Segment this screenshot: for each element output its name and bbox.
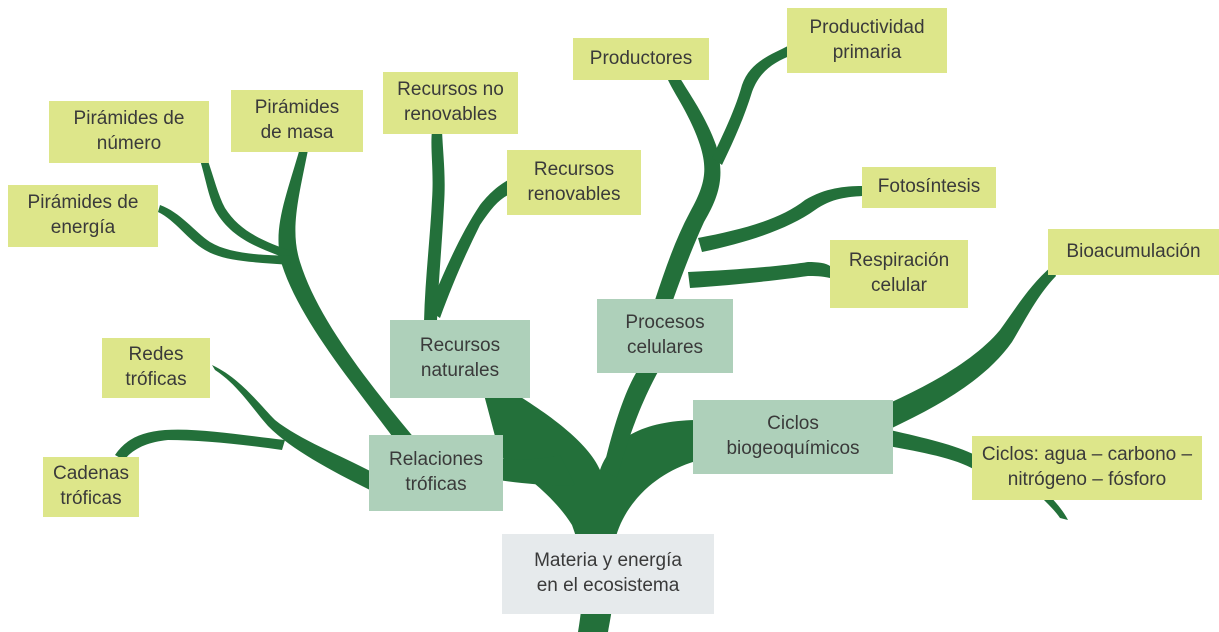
branch-respiracion xyxy=(688,262,830,288)
branch-piramides-main xyxy=(278,148,420,445)
leaf-piramides-masa-line1: Pirámides xyxy=(254,97,340,119)
group-procesos-celulares: Procesos celulares xyxy=(597,299,733,373)
leaf-respiracion-celular: Respiración celular xyxy=(830,240,968,308)
leaf-recursos-renovables-line1: Recursos xyxy=(533,158,615,180)
leaf-respiracion-line2: celular xyxy=(871,275,927,296)
group-ciclos-line2: biogeoquímicos xyxy=(726,438,860,459)
branch-ciclos-elementos xyxy=(888,430,975,470)
group-recursos-line1: Recursos xyxy=(419,335,501,357)
leaf-ciclos-elementos: Ciclos: agua – carbono – nitrógeno – fós… xyxy=(972,436,1202,500)
group-procesos-line1: Procesos xyxy=(625,312,705,334)
group-ciclos-line1: Ciclos xyxy=(767,413,819,435)
branch-cadenas xyxy=(115,429,285,460)
leaf-ciclos-elementos-line1: Ciclos: agua – carbono – xyxy=(981,444,1193,466)
group-procesos-line2: celulares xyxy=(626,337,704,358)
group-relaciones-line1: Relaciones xyxy=(389,449,483,471)
leaf-productividad-line2: primaria xyxy=(832,41,902,63)
leaf-piramides-energia: Pirámides de energía xyxy=(8,185,158,247)
leaf-productores: Productores xyxy=(573,38,709,80)
leaf-redes-line1: Redes xyxy=(128,344,184,366)
branch-productores xyxy=(655,78,721,300)
leaf-redes-line2: tróficas xyxy=(125,369,187,390)
leaf-respiracion-line1: Respiración xyxy=(848,250,950,272)
leaf-recursos-no-renovables-line1: Recursos no xyxy=(397,79,504,101)
leaf-recursos-renovables-line2: renovables xyxy=(527,183,621,205)
branch-recursos-renovables xyxy=(428,180,508,318)
root-line1: Materia y energía xyxy=(534,550,682,572)
branch-procesos xyxy=(603,360,660,478)
group-ciclos-biogeoquimicos: Ciclos biogeoquímicos xyxy=(693,400,893,474)
leaf-piramides-numero-line1: Pirámides de xyxy=(73,108,185,130)
leaf-productividad-line1: Productividad xyxy=(809,16,925,38)
group-recursos-naturales: Recursos naturales xyxy=(390,320,530,398)
leaf-piramides-energia-line2: energía xyxy=(50,217,116,238)
leaf-redes-troficas: Redes tróficas xyxy=(102,338,210,398)
leaf-piramides-energia-line1: Pirámides de xyxy=(27,192,139,214)
leaf-piramides-masa: Pirámides de masa xyxy=(231,90,363,152)
leaf-productores-line1: Productores xyxy=(589,47,693,69)
group-relaciones-troficas: Relaciones tróficas xyxy=(369,435,503,511)
branch-productividad xyxy=(712,45,792,165)
leaf-ciclos-elementos-line2: nitrógeno – fósforo xyxy=(1007,469,1167,490)
branch-recursos-no-renovables xyxy=(424,130,445,322)
branch-bioacumulacion xyxy=(885,266,1056,428)
branch-redes xyxy=(212,365,372,490)
leaf-bioacumulacion-line1: Bioacumulación xyxy=(1066,240,1201,262)
leaf-piramides-numero-line2: número xyxy=(96,133,162,154)
leaf-fotosintesis: Fotosíntesis xyxy=(862,167,996,208)
leaf-recursos-renovables: Recursos renovables xyxy=(507,150,641,215)
branch-piramides-energia xyxy=(158,205,292,265)
leaf-bioacumulacion: Bioacumulación xyxy=(1048,229,1219,275)
leaf-productividad-primaria: Productividad primaria xyxy=(787,8,947,73)
trunk-branch xyxy=(478,372,700,632)
leaf-piramides-numero: Pirámides de número xyxy=(49,101,209,163)
root-line2: en el ecosistema xyxy=(536,575,680,596)
group-relaciones-line2: tróficas xyxy=(405,474,467,495)
group-recursos-line2: naturales xyxy=(420,360,500,381)
branch-fotosintesis xyxy=(698,186,862,252)
branch-piramides-numero xyxy=(200,158,294,260)
branch-relaciones xyxy=(498,455,575,486)
leaf-cadenas-line2: tróficas xyxy=(60,488,122,509)
leaf-recursos-no-renovables: Recursos no renovables xyxy=(383,72,518,134)
leaf-piramides-masa-line2: de masa xyxy=(260,122,334,143)
leaf-recursos-no-renovables-line2: renovables xyxy=(404,104,497,125)
leaf-cadenas-troficas: Cadenas tróficas xyxy=(43,457,139,517)
leaf-fotosintesis-line1: Fotosíntesis xyxy=(877,176,981,198)
branch-ciclos-tip xyxy=(1044,496,1068,520)
root-node: Materia y energía en el ecosistema xyxy=(502,534,714,614)
leaf-cadenas-line1: Cadenas xyxy=(52,463,130,485)
